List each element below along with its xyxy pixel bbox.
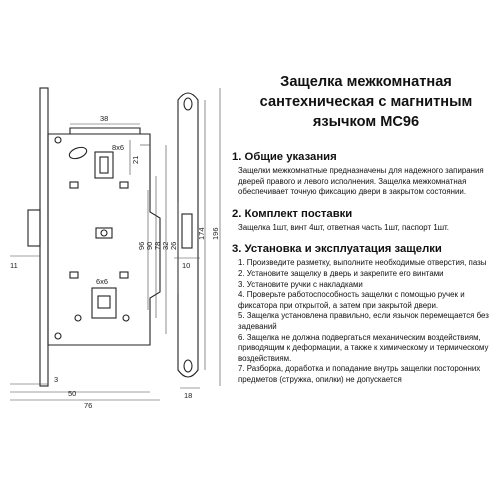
list-item: 6. Защелка не должна подвергаться механи… <box>238 332 489 363</box>
section-1-body: Защелки межкомнатные предназначены для н… <box>238 166 494 198</box>
list-item: 2. Установите защелку в дверь и закрепит… <box>238 268 444 278</box>
dim-90: 90 <box>145 242 154 250</box>
dim-8x6: 8x6 <box>112 143 124 152</box>
section-1-heading: 1. Общие указания <box>232 151 337 163</box>
dim-21: 21 <box>131 156 140 164</box>
text-panel: Защелка межкомнатная сантехническая с ма… <box>232 72 494 395</box>
dim-18: 18 <box>184 391 192 400</box>
section-1-text: Защелки межкомнатные предназначены для н… <box>238 166 484 197</box>
section-2-body: Защелка 1шт, винт 4шт, ответная часть 1ш… <box>238 223 494 234</box>
dim-11: 11 <box>10 261 18 270</box>
list-item: 3. Установите ручки с накладками <box>238 279 363 289</box>
list-item: 4. Проверьте работоспособность защелки с… <box>238 290 465 310</box>
dim-26: 26 <box>169 242 178 250</box>
strike-plate <box>177 92 199 378</box>
section-2-heading: 2. Комплект поставки <box>232 207 353 220</box>
section-3-heading: 3. Установка и эксплуатация защелки <box>232 243 442 256</box>
dim-3: 3 <box>54 375 58 384</box>
lock-body-outline <box>47 133 161 346</box>
dim-38: 38 <box>100 114 108 123</box>
faceplate-left <box>39 87 49 387</box>
dim-76: 76 <box>84 401 92 410</box>
dim-174: 174 <box>197 227 206 240</box>
list-item: 5. Защелка установлена правильно, если я… <box>238 311 489 331</box>
section-3-body: 1. Произведите разметку, выполните необх… <box>238 258 494 385</box>
dim-196: 196 <box>211 227 220 240</box>
dim-32: 32 <box>161 242 170 250</box>
section-2-text: Защелка 1шт, винт 4шт, ответная часть 1ш… <box>238 222 449 232</box>
list-item: 1. Произведите разметку, выполните необх… <box>238 258 487 268</box>
title-line-3: язычком MC96 <box>312 114 420 130</box>
lock-technical-drawing: 38 8x6 21 96 90 78 32 26 174 196 11 10 6… <box>10 87 221 410</box>
dim-50: 50 <box>68 389 76 398</box>
list-item: 7. Разборка, доработка и попадание внутр… <box>238 364 481 384</box>
title-line-2: сантехническая с магнитным <box>259 94 473 110</box>
dim-10: 10 <box>182 261 190 270</box>
instruction-list: 1. Произведите разметку, выполните необх… <box>238 258 494 385</box>
dim-6x6: 6x6 <box>96 277 108 286</box>
title-line-1: Защелка межкомнатная <box>280 74 452 90</box>
dim-78: 78 <box>153 242 162 250</box>
document-title: Защелка межкомнатная сантехническая с ма… <box>238 72 494 132</box>
latch-tongue <box>27 209 41 247</box>
dim-96: 96 <box>137 242 146 250</box>
